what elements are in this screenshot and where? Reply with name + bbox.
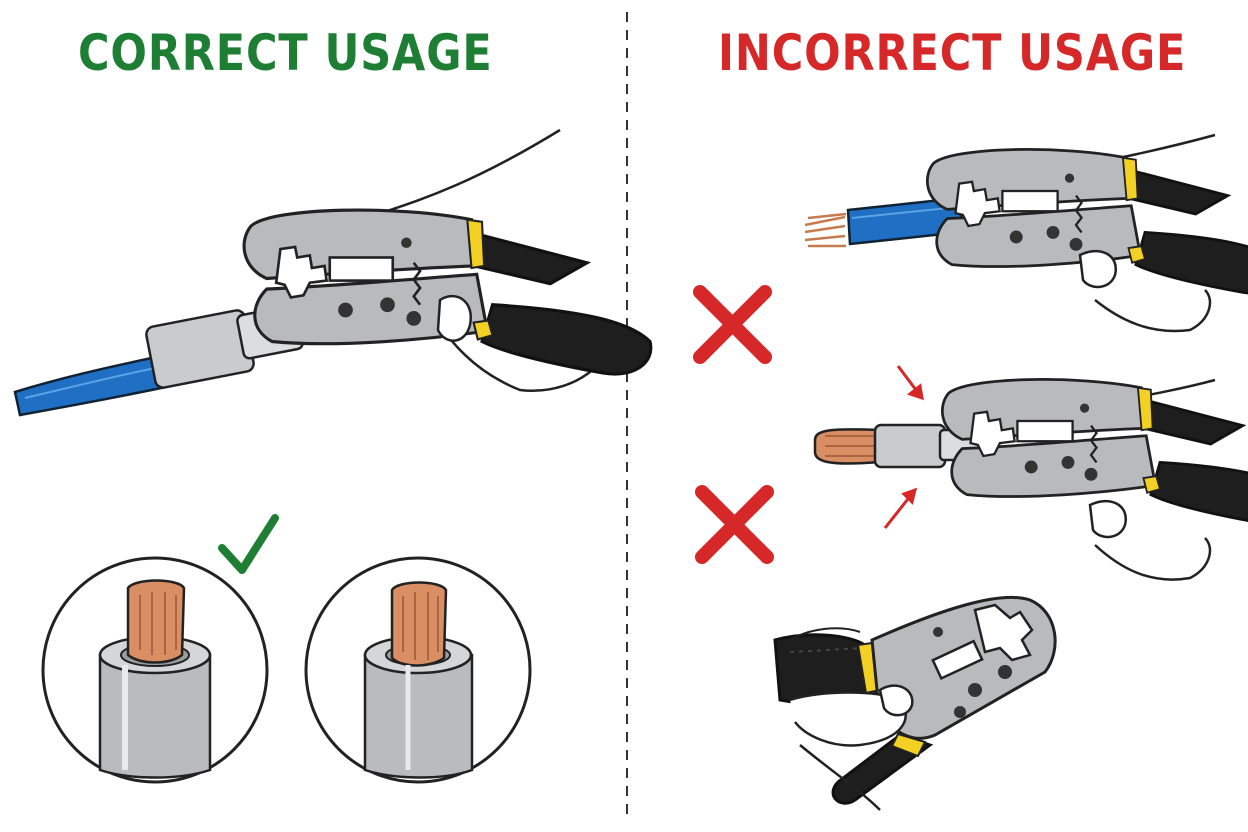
- arrow-icon: [883, 487, 918, 529]
- arrow-icon: [896, 365, 924, 401]
- cross-icon: [693, 285, 772, 364]
- cross-icon: [695, 485, 774, 564]
- correct-ferrule-detail-left: [41, 556, 269, 784]
- incorrect-usage-heading: INCORRECT USAGE: [718, 24, 1187, 82]
- correct-crimp-illustration: [13, 128, 653, 417]
- incorrect-grip-illustration: [773, 595, 1057, 811]
- incorrect-ferrule-illustration: [813, 378, 1248, 581]
- correct-ferrule-detail-right: [304, 556, 532, 784]
- incorrect-strip-illustration: [804, 133, 1248, 333]
- check-icon: [218, 514, 279, 574]
- correct-usage-heading: CORRECT USAGE: [78, 24, 493, 82]
